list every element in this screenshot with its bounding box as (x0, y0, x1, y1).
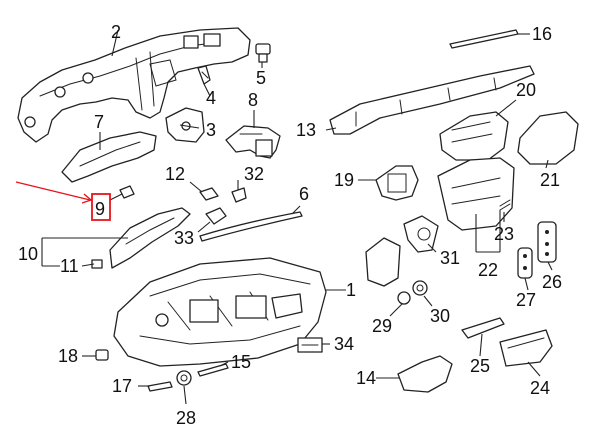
part-3-bracket (165, 107, 205, 143)
label-10: 10 (18, 244, 38, 264)
label-5: 5 (256, 68, 266, 88)
label-15: 15 (231, 352, 251, 372)
part-15-pin (197, 363, 229, 377)
part-30-knob (412, 280, 428, 296)
highlight-box (91, 193, 111, 221)
part-14-duct (397, 355, 453, 393)
part-21-lid (517, 111, 579, 165)
label-24: 24 (530, 378, 550, 398)
highlight-arrow (15, 181, 91, 201)
label-33: 33 (174, 228, 194, 248)
label-7: 7 (94, 112, 104, 132)
part-22-glove-box (437, 157, 515, 231)
part-19-bezel (375, 165, 419, 201)
part-13-defroster-duct (329, 65, 535, 135)
label-29: 29 (372, 316, 392, 336)
part-16-strip (449, 29, 519, 49)
label-18: 18 (58, 346, 78, 366)
label-34: 34 (334, 334, 354, 354)
part-17-pin (147, 381, 173, 392)
label-32: 32 (244, 164, 264, 184)
part-18-clip (95, 349, 109, 361)
part-26-switch-panel (537, 221, 557, 263)
label-28: 28 (176, 408, 196, 428)
part-33-clip (205, 207, 227, 225)
part-5-bolt (255, 43, 271, 63)
label-12: 12 (165, 164, 185, 184)
part-24-tray (499, 329, 553, 367)
part-25-handle (461, 317, 505, 339)
part-27-switch (517, 247, 533, 279)
label-31: 31 (440, 248, 460, 268)
label-25: 25 (470, 356, 490, 376)
part-1-instrument-panel (113, 257, 327, 367)
part-4-clip (197, 65, 211, 85)
label-17: 17 (112, 376, 132, 396)
part-7-cover (61, 131, 157, 183)
leader-lines (41, 29, 553, 405)
part-20-vent-housing (439, 111, 509, 161)
label-3: 3 (206, 120, 216, 140)
label-16: 16 (532, 24, 552, 44)
label-11: 11 (60, 256, 79, 276)
label-21: 21 (540, 170, 560, 190)
label-13: 13 (296, 120, 316, 140)
part-9-cap (119, 185, 135, 199)
part-6-molding-strip (199, 211, 303, 242)
label-8: 8 (248, 90, 258, 110)
part-8-bracket (225, 125, 281, 159)
part-28-plug (176, 370, 192, 386)
label-20: 20 (516, 80, 536, 100)
label-19: 19 (334, 170, 354, 190)
label-23: 23 (494, 224, 514, 244)
part-2-frame (17, 27, 251, 143)
label-26: 26 (542, 272, 562, 292)
label-27: 27 (516, 290, 536, 310)
part-12-clip (199, 187, 219, 201)
console-cover (365, 237, 401, 287)
label-30: 30 (430, 306, 450, 326)
part-32-clip (231, 187, 247, 203)
part-10-trim-panel (109, 207, 191, 269)
label-14: 14 (356, 368, 376, 388)
part-23-screw (499, 199, 511, 211)
label-1: 1 (346, 280, 356, 300)
part-29-knob (397, 291, 411, 305)
label-22: 22 (478, 260, 498, 280)
label-4: 4 (206, 88, 216, 108)
highlight-marker (15, 181, 111, 221)
part-number-labels: 2 5 4 8 3 7 12 32 6 9 33 10 11 1 18 34 1… (18, 22, 562, 428)
label-9: 9 (95, 199, 105, 219)
label-6: 6 (299, 184, 309, 204)
label-2: 2 (111, 22, 121, 42)
part-31-vent (403, 215, 439, 253)
part-34-switch (297, 337, 323, 353)
